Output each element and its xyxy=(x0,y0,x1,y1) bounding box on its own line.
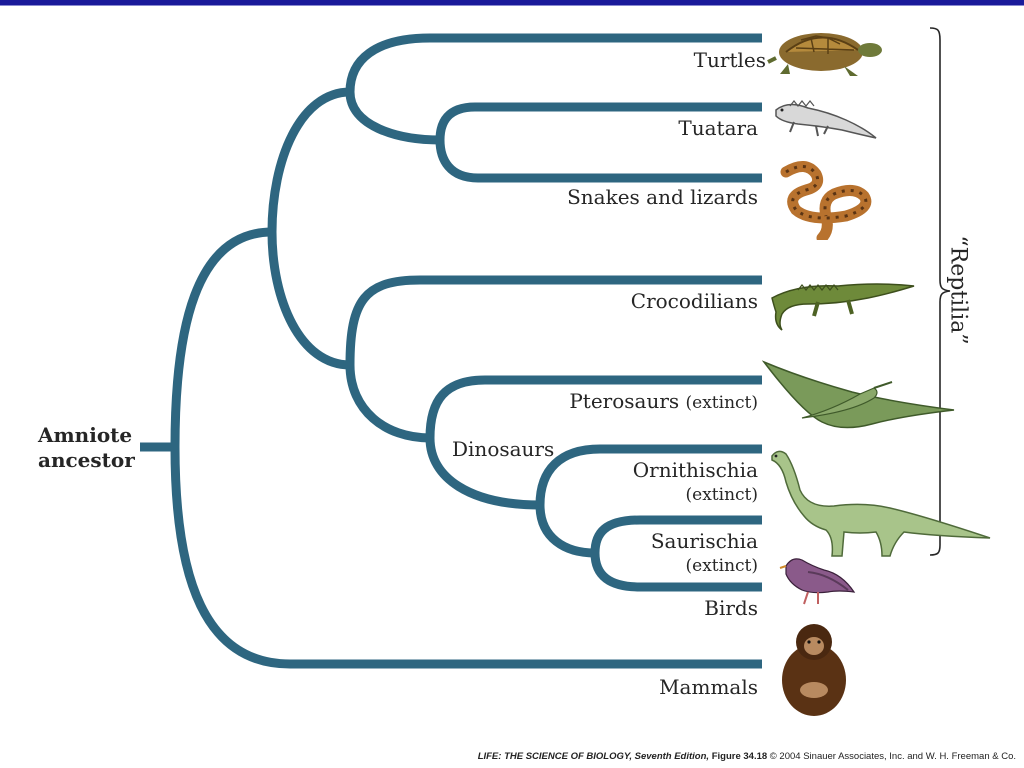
sauropod-illustration xyxy=(771,450,991,557)
snake-illustration xyxy=(780,161,872,240)
label-pterosaurs-note: (extinct) xyxy=(685,393,758,413)
label-birds: Birds xyxy=(704,596,758,620)
label-ornithischia: Ornithischia xyxy=(632,458,758,482)
label-turtles: Turtles xyxy=(693,48,766,72)
label-ornithischia-note: (extinct) xyxy=(685,485,758,505)
tuatara-branch xyxy=(435,102,762,141)
figure-caption: LIFE: THE SCIENCE OF BIOLOGY, Seventh Ed… xyxy=(478,751,1016,762)
label-pterosaurs-name: Pterosaurs xyxy=(569,389,680,413)
caption-book: LIFE: THE SCIENCE OF BIOLOGY, Seventh Ed… xyxy=(477,751,710,762)
label-saurischia-note: (extinct) xyxy=(685,556,758,576)
chimpanzee-illustration xyxy=(782,624,846,716)
root-label-line1: Amniote xyxy=(38,423,133,447)
crocodile-illustration xyxy=(771,283,915,331)
turtles-branch xyxy=(345,33,762,93)
ornithischia-branch xyxy=(535,444,762,506)
root-label: Amniote ancestor xyxy=(38,423,135,473)
label-snakes-and-lizards: Snakes and lizards xyxy=(567,185,758,209)
birds-branch xyxy=(590,552,762,592)
reptile-stem xyxy=(170,227,273,448)
pterosaurs-branch xyxy=(425,375,762,439)
label-saurischia: Saurischia xyxy=(650,529,758,553)
crocodilians-branch xyxy=(345,275,762,366)
top-bar-rule xyxy=(0,5,1024,6)
label-pterosaurs: Pterosaurs (extinct) xyxy=(569,390,758,414)
archosaur-stem xyxy=(267,231,351,370)
reptilia-bracket xyxy=(929,27,951,556)
lepidosaur-turtle-stem xyxy=(267,87,351,233)
label-crocodilians: Crocodilians xyxy=(630,289,758,313)
mammals-branch xyxy=(170,446,762,669)
dinosaurs-stem xyxy=(425,437,541,510)
label-dinosaurs: Dinosaurs xyxy=(452,437,555,461)
root-label-line2: ancestor xyxy=(38,448,135,472)
label-tuatara: Tuatara xyxy=(678,116,758,140)
top-bar xyxy=(0,0,1024,5)
pigeon-illustration xyxy=(779,558,856,605)
lepidosaur-stem xyxy=(345,91,441,145)
snakes-lizards-branch xyxy=(435,139,762,183)
saurischia-stem xyxy=(535,504,596,558)
pterosaur-illustration xyxy=(762,360,955,429)
saurischia-branch xyxy=(590,515,762,554)
caption-rights: © 2004 Sinauer Associates, Inc. and W. H… xyxy=(769,751,1016,762)
tuatara-illustration xyxy=(775,100,877,139)
caption-figure: Figure 34.18 xyxy=(711,751,768,762)
ornithodira-stem xyxy=(345,364,431,443)
label-mammals: Mammals xyxy=(659,675,758,699)
turtle-illustration xyxy=(767,33,882,76)
reptilia-label: “Reptilia” xyxy=(945,235,971,345)
